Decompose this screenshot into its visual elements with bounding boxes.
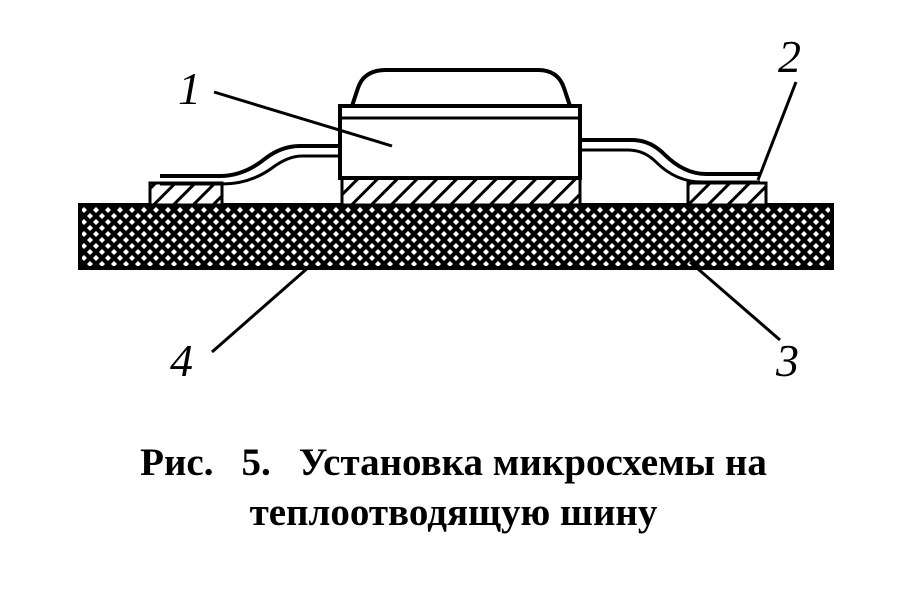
heat-sink-bus <box>78 203 834 270</box>
caption-title-line-1: Установка микросхемы на <box>298 441 767 484</box>
leader-line-1 <box>213 90 393 148</box>
callout-4: 4 <box>170 335 193 386</box>
mounting-diagram: 1 2 3 4 <box>78 31 834 386</box>
caption-line-1: Рис. 5. Установка микросхемы на <box>0 438 907 488</box>
leader-line-4 <box>211 264 311 354</box>
figure-caption: Рис. 5. Установка микросхемы на теплоотвод… <box>0 438 907 538</box>
callout-2: 2 <box>778 31 801 82</box>
callout-1: 1 <box>178 63 201 114</box>
leader-line-3 <box>689 260 781 342</box>
lead-left <box>160 144 340 178</box>
leader-line-2 <box>756 81 798 181</box>
caption-title-line-2: теплоотводящую шину <box>249 491 658 534</box>
caption-number: 5. <box>241 441 271 484</box>
caption-prefix: Рис. <box>140 441 214 484</box>
contact-pad-right <box>686 181 768 207</box>
lead-right <box>580 138 760 176</box>
callout-3: 3 <box>775 335 799 386</box>
lead-left-lower <box>160 154 340 186</box>
chip-cap <box>350 68 572 107</box>
contact-pad-left <box>148 181 224 207</box>
lead-right-lower <box>580 148 760 184</box>
chip-adhesive-layer <box>340 176 582 207</box>
